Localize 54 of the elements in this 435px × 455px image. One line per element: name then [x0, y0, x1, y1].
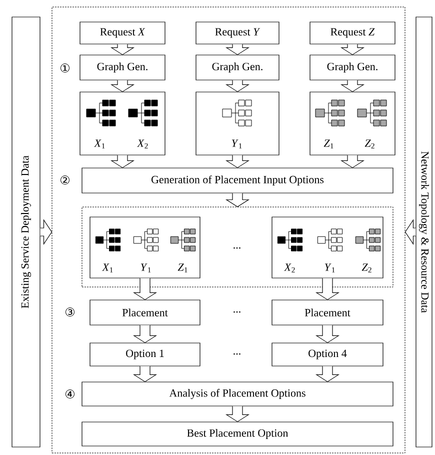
dashed-group-box — [52, 6, 406, 454]
block-arrow — [315, 325, 340, 344]
block-arrow — [132, 278, 158, 300]
block-arrow — [225, 193, 250, 208]
graph-label: X$_{1}$ — [102, 264, 113, 272]
graph-label: X$_{2}$ — [284, 264, 295, 272]
process-box: Placement — [272, 300, 384, 326]
process-box: Analysis of Placement Options — [82, 382, 394, 406]
block-arrow — [315, 278, 340, 300]
process-box: Graph Gen. — [310, 54, 396, 80]
graph-label: Z$_{1}$ — [324, 140, 334, 148]
data-bar: Network Topology & Resource Data — [416, 16, 432, 448]
graph-label: X$_{2}$ — [136, 140, 148, 148]
block-arrow — [225, 155, 250, 168]
process-box: Option 4 — [272, 342, 384, 366]
process-box: Request Y — [196, 22, 280, 44]
block-arrow — [225, 44, 250, 56]
graph-label: Y$_{1}$ — [324, 264, 335, 272]
block-arrow — [340, 44, 365, 56]
process-box: Graph Gen. — [196, 54, 280, 80]
process-box: Request X — [80, 22, 166, 44]
block-arrow — [132, 366, 158, 382]
process-box: Generation of Placement Input Options — [82, 168, 394, 194]
block-arrow — [132, 325, 158, 344]
block-arrow — [404, 219, 416, 245]
ellipsis: ... — [234, 311, 240, 313]
data-bar: Existing Service Deployment Data — [12, 16, 40, 448]
block-arrow — [340, 80, 365, 92]
block-arrow — [110, 80, 135, 92]
block-arrow — [315, 366, 340, 382]
dashed-group-box — [82, 206, 394, 288]
block-arrow — [225, 80, 250, 92]
block-arrow — [340, 155, 365, 168]
block-arrow — [225, 406, 250, 422]
graph-label: Y$_{1}$ — [232, 140, 242, 148]
process-box: Option 1 — [90, 342, 200, 366]
step-number: ② — [60, 176, 70, 184]
ellipsis: ... — [234, 353, 240, 355]
graph-label: Z$_{2}$ — [364, 140, 374, 148]
graph-label: Y$_{1}$ — [140, 264, 151, 272]
process-box: Placement — [90, 300, 200, 326]
step-number: ③ — [66, 308, 74, 316]
graph-label: Z$_{1}$ — [178, 264, 188, 272]
step-number: ④ — [66, 390, 74, 398]
block-arrow — [40, 219, 52, 245]
ellipsis: ... — [234, 247, 240, 249]
graph-label: Z$_{2}$ — [362, 264, 372, 272]
graph-label: X$_{1}$ — [94, 140, 105, 148]
step-number: ① — [60, 64, 70, 72]
block-arrow — [110, 44, 135, 56]
process-box: Best Placement Option — [82, 422, 394, 446]
block-arrow — [110, 155, 135, 168]
process-box: Request Z — [310, 22, 396, 44]
process-box: Graph Gen. — [80, 54, 166, 80]
